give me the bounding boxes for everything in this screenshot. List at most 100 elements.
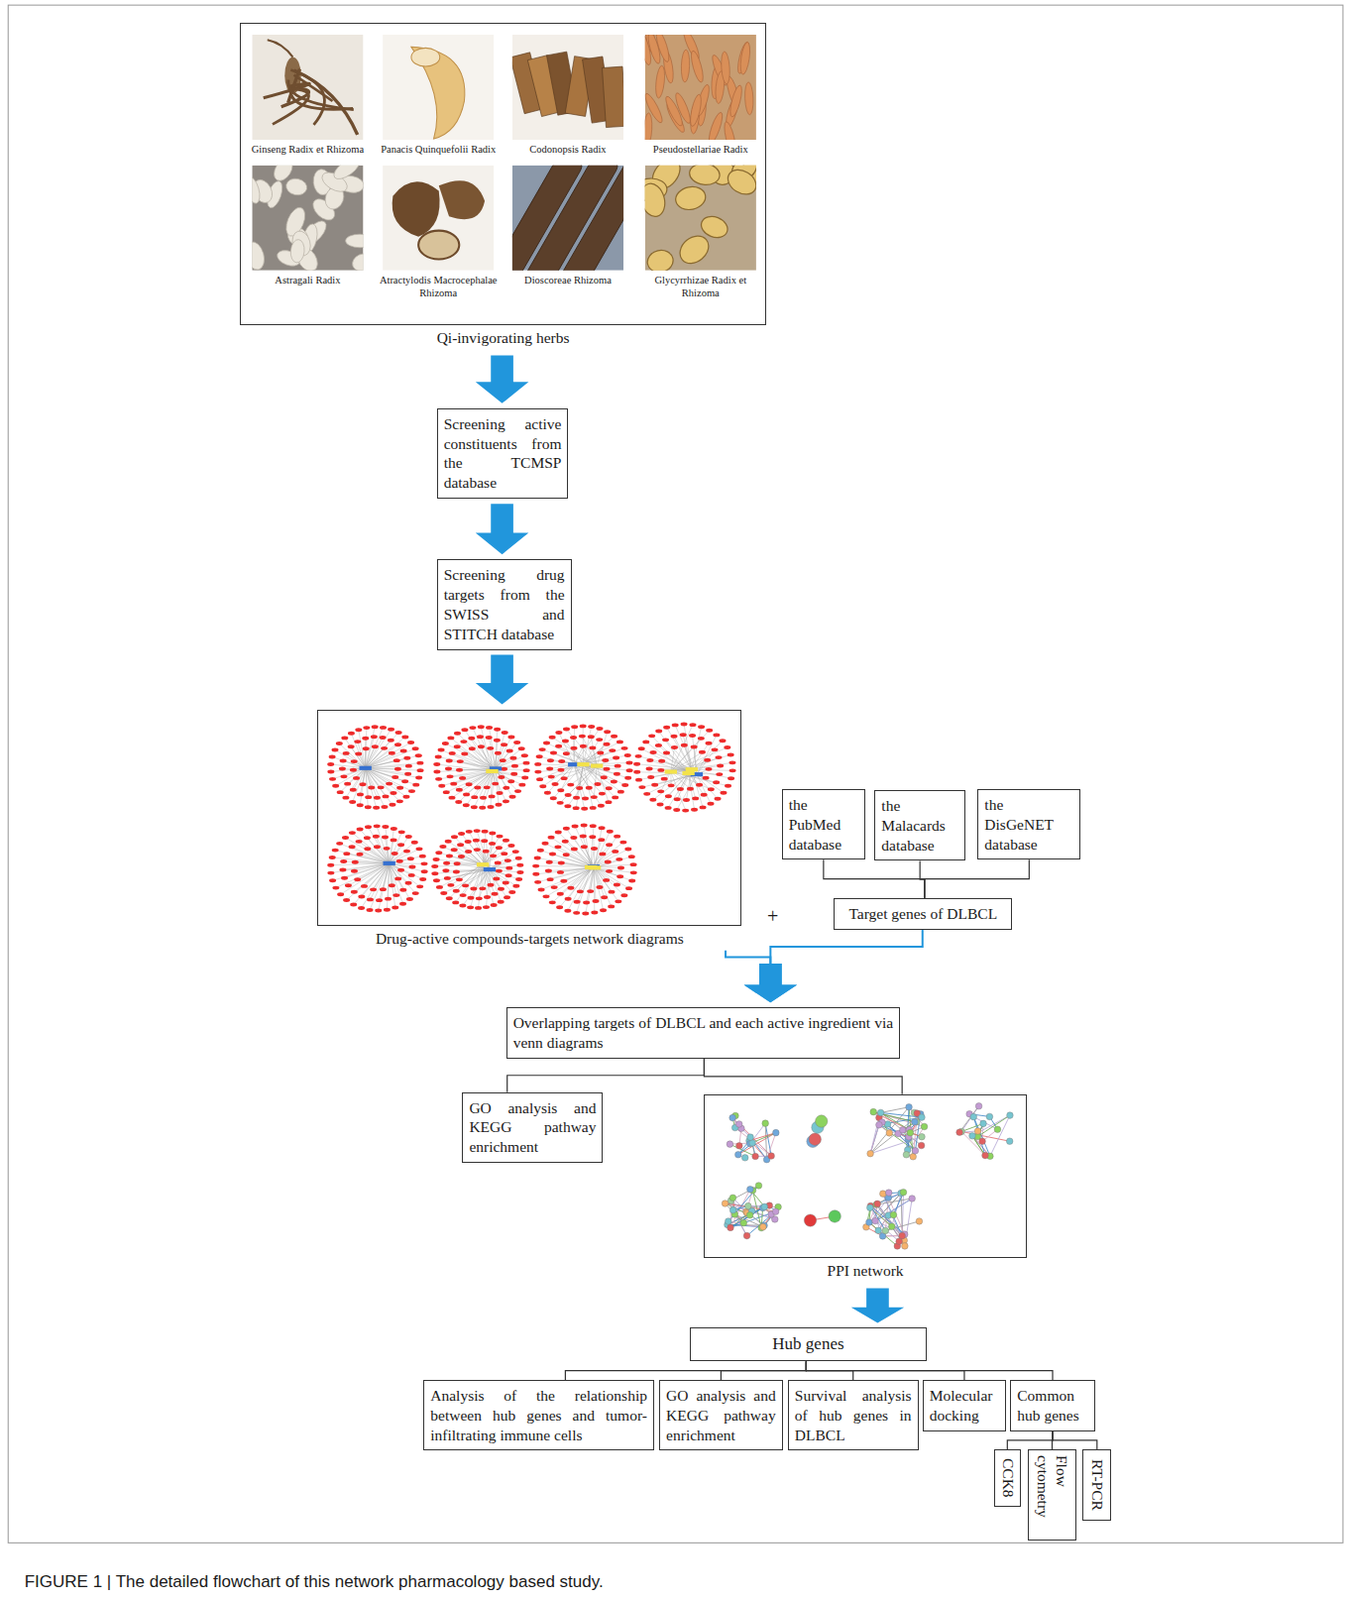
target-node (593, 782, 601, 786)
compound-node (681, 771, 694, 776)
target-node (539, 747, 547, 752)
compound-node (476, 862, 489, 867)
protein-node (755, 1182, 763, 1190)
target-node (482, 904, 490, 909)
target-node (596, 750, 604, 755)
network-link (464, 753, 493, 771)
rhizome-piece (439, 180, 485, 220)
rotated-text: CCK8 (998, 1457, 1017, 1498)
connector (475, 503, 530, 555)
target-node (450, 834, 458, 839)
target-node (340, 735, 348, 740)
target-node (353, 739, 361, 744)
network-cluster (534, 723, 633, 810)
target-node (534, 770, 542, 775)
target-node (597, 837, 605, 842)
root-rod (654, 65, 667, 100)
target-node (464, 849, 472, 854)
target-node (480, 838, 488, 843)
root-rod (663, 95, 685, 128)
target-node (357, 905, 365, 910)
target-node (364, 824, 372, 829)
box-text: GO analysis and KEGG pathway enrichment (666, 1385, 777, 1445)
target-node (557, 892, 564, 897)
target-node (336, 789, 344, 794)
target-node (547, 758, 555, 763)
target-node (638, 746, 646, 751)
target-node (620, 893, 628, 897)
root-slice (330, 165, 363, 184)
target-node (493, 738, 501, 743)
target-node (374, 908, 382, 913)
network-link (464, 729, 493, 772)
target-node (482, 849, 490, 854)
target-node (408, 865, 416, 870)
target-node (554, 844, 561, 849)
root-rod (744, 82, 755, 115)
target-node (572, 795, 580, 800)
target-node (703, 758, 711, 763)
ppi-link (877, 1203, 905, 1245)
network-cluster (433, 724, 530, 809)
compound-node (590, 764, 603, 769)
ppi-link (767, 1132, 777, 1160)
network-link (359, 828, 390, 863)
target-node (457, 831, 465, 836)
network-link (345, 753, 366, 769)
target-node (561, 839, 569, 844)
target-node (691, 795, 699, 800)
target-node (459, 893, 467, 897)
target-node (396, 785, 404, 790)
target-node (586, 889, 594, 894)
target-node (327, 762, 335, 767)
target-node (465, 782, 473, 786)
network-link (389, 863, 404, 891)
target-node (401, 779, 409, 784)
target-node (385, 782, 393, 786)
bracket-line (919, 860, 925, 898)
protein-node (915, 1218, 923, 1226)
target-node (416, 761, 424, 766)
root-rod (680, 49, 690, 83)
herb-photo (251, 165, 363, 271)
target-node (547, 877, 555, 882)
target-node (470, 804, 478, 809)
target-node (379, 887, 387, 892)
network-link (671, 752, 703, 773)
target-node (719, 790, 727, 795)
target-node (633, 770, 641, 775)
target-node (617, 789, 625, 794)
protein-node (969, 1132, 977, 1140)
target-node (366, 907, 374, 912)
target-node (366, 896, 374, 901)
network-link (545, 843, 595, 869)
target-node (512, 884, 520, 889)
target-node (397, 842, 405, 847)
compound-node (383, 861, 396, 866)
target-node (383, 846, 391, 851)
target-node (613, 772, 621, 777)
target-node (658, 759, 666, 764)
box-text: Survival analysis of hub genes in DLBCL (794, 1385, 912, 1445)
ppi-cluster (721, 1182, 782, 1239)
protein-node (749, 1139, 757, 1147)
network-link (450, 864, 483, 886)
target-node (680, 743, 688, 748)
protein-node (724, 1218, 732, 1226)
root-slice (645, 180, 670, 220)
figure-frame (7, 4, 1344, 1543)
target-node (552, 782, 560, 786)
network-link (461, 833, 490, 870)
protein-node (882, 1227, 890, 1234)
target-node (388, 751, 396, 756)
network-link (482, 864, 507, 897)
network-link (361, 863, 390, 908)
target-node (521, 776, 529, 781)
protein-node (735, 1120, 743, 1128)
target-node (655, 728, 663, 733)
root-rod (735, 40, 752, 75)
network-link (558, 832, 595, 869)
target-node (500, 742, 508, 747)
target-node (392, 893, 400, 897)
target-node (489, 853, 497, 858)
